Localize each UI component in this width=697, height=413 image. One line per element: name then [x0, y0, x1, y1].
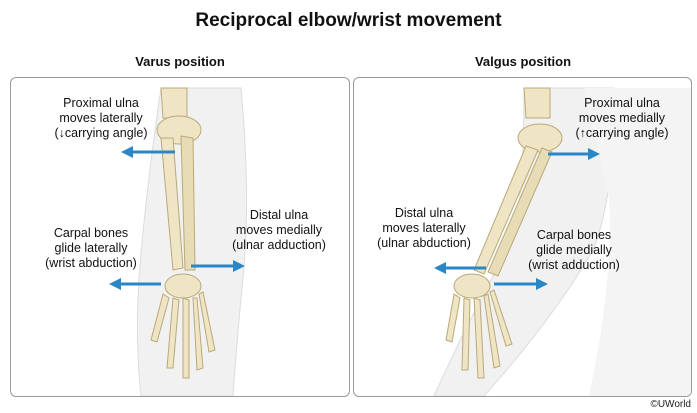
- valgus-panel: Proximal ulna moves medially (↑carrying …: [353, 77, 692, 397]
- valgus-heading: Valgus position: [474, 54, 572, 69]
- varus-distal-label: Distal ulna moves medially (ulnar adduct…: [232, 208, 326, 252]
- varus-arm-illustration: [109, 87, 248, 396]
- valgus-carpal-label: Carpal bones glide medially (wrist adduc…: [528, 228, 620, 272]
- valgus-arrows: [434, 148, 600, 290]
- varus-heading: Varus position: [135, 54, 225, 69]
- valgus-distal-label: Distal ulna moves laterally (ulnar abduc…: [377, 206, 471, 250]
- diagram-title: Reciprocal elbow/wrist movement: [195, 10, 502, 31]
- varus-panel: Proximal ulna moves laterally (↓carrying…: [10, 77, 350, 397]
- copyright-credit: ©UWorld: [650, 399, 691, 410]
- varus-arrows: [109, 146, 245, 290]
- varus-proximal-label: Proximal ulna moves laterally (↓carrying…: [54, 96, 148, 140]
- varus-carpal-label: Carpal bones glide laterally (wrist abdu…: [45, 226, 137, 270]
- valgus-arm-illustration: [433, 87, 691, 396]
- valgus-proximal-label: Proximal ulna moves medially (↑carrying …: [575, 96, 669, 140]
